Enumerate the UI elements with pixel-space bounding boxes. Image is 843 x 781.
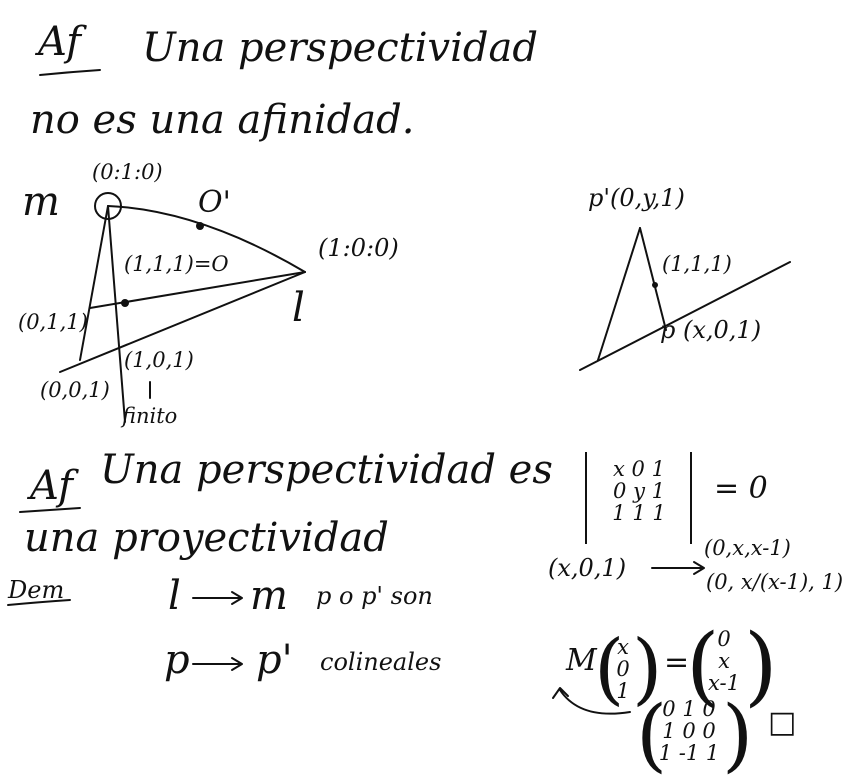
matrix-row: 0: [616, 657, 630, 682]
whiteboard-page: Af Una perspectividad no es una afinidad…: [7, 19, 843, 781]
arrow-mapping: [651, 561, 705, 575]
matrix-row: 0 y 1: [613, 479, 665, 504]
mapping-to1: (0,x,x-1): [704, 536, 791, 560]
label-finito: finito: [122, 404, 178, 428]
heading2-line2: una proyectividad: [24, 515, 389, 561]
point-inner: [121, 299, 129, 307]
fm-paren-left: (: [636, 688, 668, 781]
proof-row1-to: m: [250, 573, 288, 619]
matrix-row: x: [718, 649, 730, 674]
label-p: p (x,0,1): [660, 316, 762, 344]
heading2-line1: Una perspectividad es: [100, 447, 553, 493]
arrow-p-pp: [192, 657, 243, 671]
vec-paren-right: ): [632, 624, 663, 714]
matrix-row: 1 -1 1: [658, 741, 720, 766]
line-m: [79, 205, 109, 361]
label-l: l: [292, 285, 305, 331]
matrix-eq-sign: =: [664, 645, 690, 680]
proof-note1: p o p' son: [316, 582, 433, 610]
label-mid-point: (1,1,1)=O: [124, 252, 229, 276]
label-p-prime: p'(0,y,1): [588, 184, 685, 212]
label-right-point: (1:0:0): [318, 234, 399, 262]
mapping-to2: (0, x/(x-1), 1): [706, 570, 843, 594]
label-center: (1,1,1): [662, 252, 732, 276]
matrix-row: x 0 1: [613, 457, 665, 481]
res-paren-right: ): [744, 616, 778, 716]
matrix-row: 0: [717, 627, 731, 651]
label-top-point: (0:1:0): [92, 160, 163, 184]
matrix-row: x-1: [708, 671, 740, 696]
dem-label: Dem: [8, 576, 65, 604]
line-inner-vertical: [107, 205, 126, 423]
dem-underline: [7, 599, 71, 606]
af-label-2: Af: [30, 463, 73, 509]
mapping-from: (x,0,1): [548, 554, 627, 582]
label-m: m: [22, 179, 60, 225]
label-bottom-a: (0,0,1): [40, 378, 110, 402]
label-o-prime: O': [198, 185, 231, 220]
line-l: [59, 271, 306, 373]
heading1-line1: Una perspectividad: [142, 25, 538, 71]
res-paren-left: (: [686, 616, 720, 716]
det-bar-left: [585, 452, 587, 544]
line-right-pp: [639, 227, 667, 331]
heading1-line2: no es una afinidad.: [30, 97, 415, 143]
af-underline-2: [19, 507, 81, 513]
proof-row2-from: p: [164, 637, 190, 683]
label-left-point: (0,1,1): [18, 310, 88, 334]
fm-paren-right: ): [722, 688, 754, 781]
line-right-l: [579, 261, 791, 371]
matrix-row: 1 1 1: [612, 501, 666, 526]
proof-row2-to: p': [256, 637, 293, 683]
label-bottom-b: (1,0,1): [124, 348, 194, 372]
proof-row1-from: l: [168, 573, 181, 619]
matrix-row: 1 0 0: [662, 719, 716, 744]
curved-arrow: [552, 687, 631, 715]
point-o-prime: [196, 222, 204, 230]
matrix-row: x: [617, 635, 629, 659]
af-underline-1: [39, 69, 101, 76]
matrix-row: 0 1 0: [662, 697, 716, 721]
matrix-row: 1: [616, 679, 630, 704]
line-right-m: [597, 227, 641, 361]
ink-strokes: [7, 69, 791, 715]
point-right-center: [652, 282, 658, 288]
arrow-l-m: [192, 591, 243, 605]
proof-note2: colineales: [320, 648, 442, 676]
qed-box: □: [768, 705, 797, 740]
det-bar-right: [690, 452, 692, 544]
det-equals: = 0: [714, 471, 768, 506]
af-label-1: Af: [38, 19, 81, 65]
vec-paren-left: (: [594, 624, 625, 714]
matrix-M: M: [566, 643, 597, 678]
